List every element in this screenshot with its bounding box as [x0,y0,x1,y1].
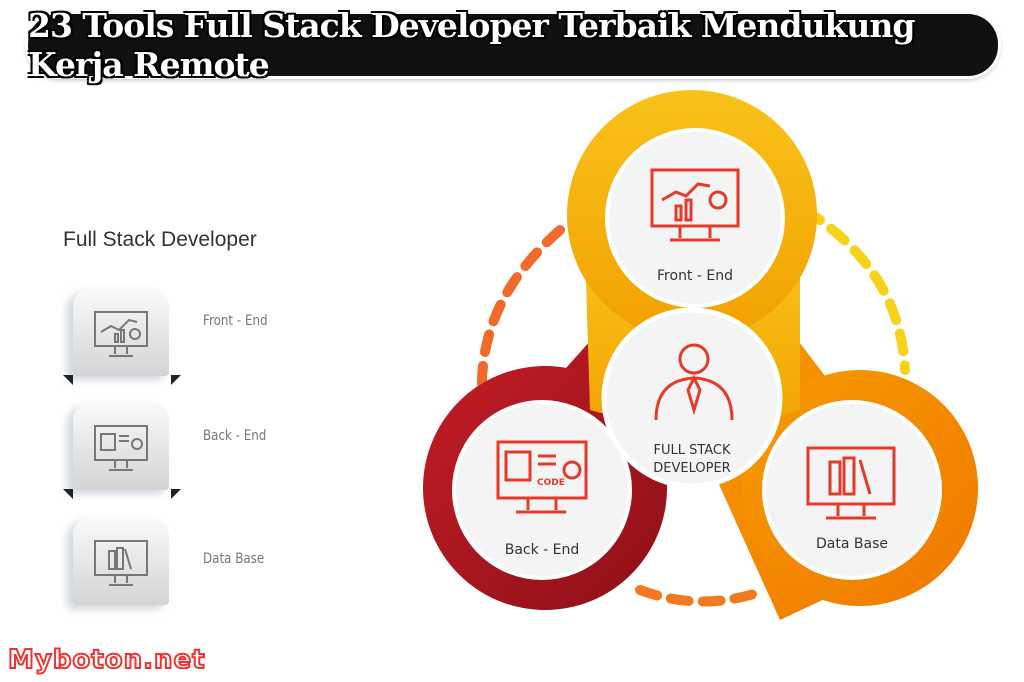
dashed-arc-left [476,225,565,395]
monitor-code-gear-icon [496,440,588,514]
card-corner-left [63,489,73,499]
left-panel-title: Full Stack Developer [63,228,257,251]
title-banner: 23 Tools Full Stack Developer Terbaik Me… [28,6,998,84]
dashed-arc-right [800,205,910,375]
label-front-end: Front - End [203,313,268,329]
center-node [601,307,783,489]
node-label-data-base: Data Base [816,536,888,552]
dashed-arc-bottom [635,585,765,607]
card-data-base [73,517,169,605]
monitor-chart-gear-icon [650,168,740,242]
center-label-line2: DEVELOPER [653,461,730,476]
person-tie-icon [654,343,734,421]
watermark-logo: Myboton.net [7,644,206,676]
card-front-end [73,288,169,376]
card-back-end [73,402,169,490]
card-corner-right [171,375,181,385]
card-corner-left [63,375,73,385]
data-base-node [762,400,942,580]
label-data-base: Data Base [203,551,265,567]
monitor-chart-gear-icon [94,311,148,357]
page-title: 23 Tools Full Stack Developer Terbaik Me… [28,6,915,84]
node-label-front-end: Front - End [657,268,733,284]
monitor-code-gear-icon [94,425,148,471]
label-back-end: Back - End [203,428,267,444]
center-label-line1: FULL STACK [653,443,731,458]
code-text: CODE [537,478,565,488]
monitor-books-icon [806,446,896,520]
card-corner-right [171,489,181,499]
node-label-back-end: Back - End [505,542,580,558]
monitor-books-icon [94,540,148,586]
